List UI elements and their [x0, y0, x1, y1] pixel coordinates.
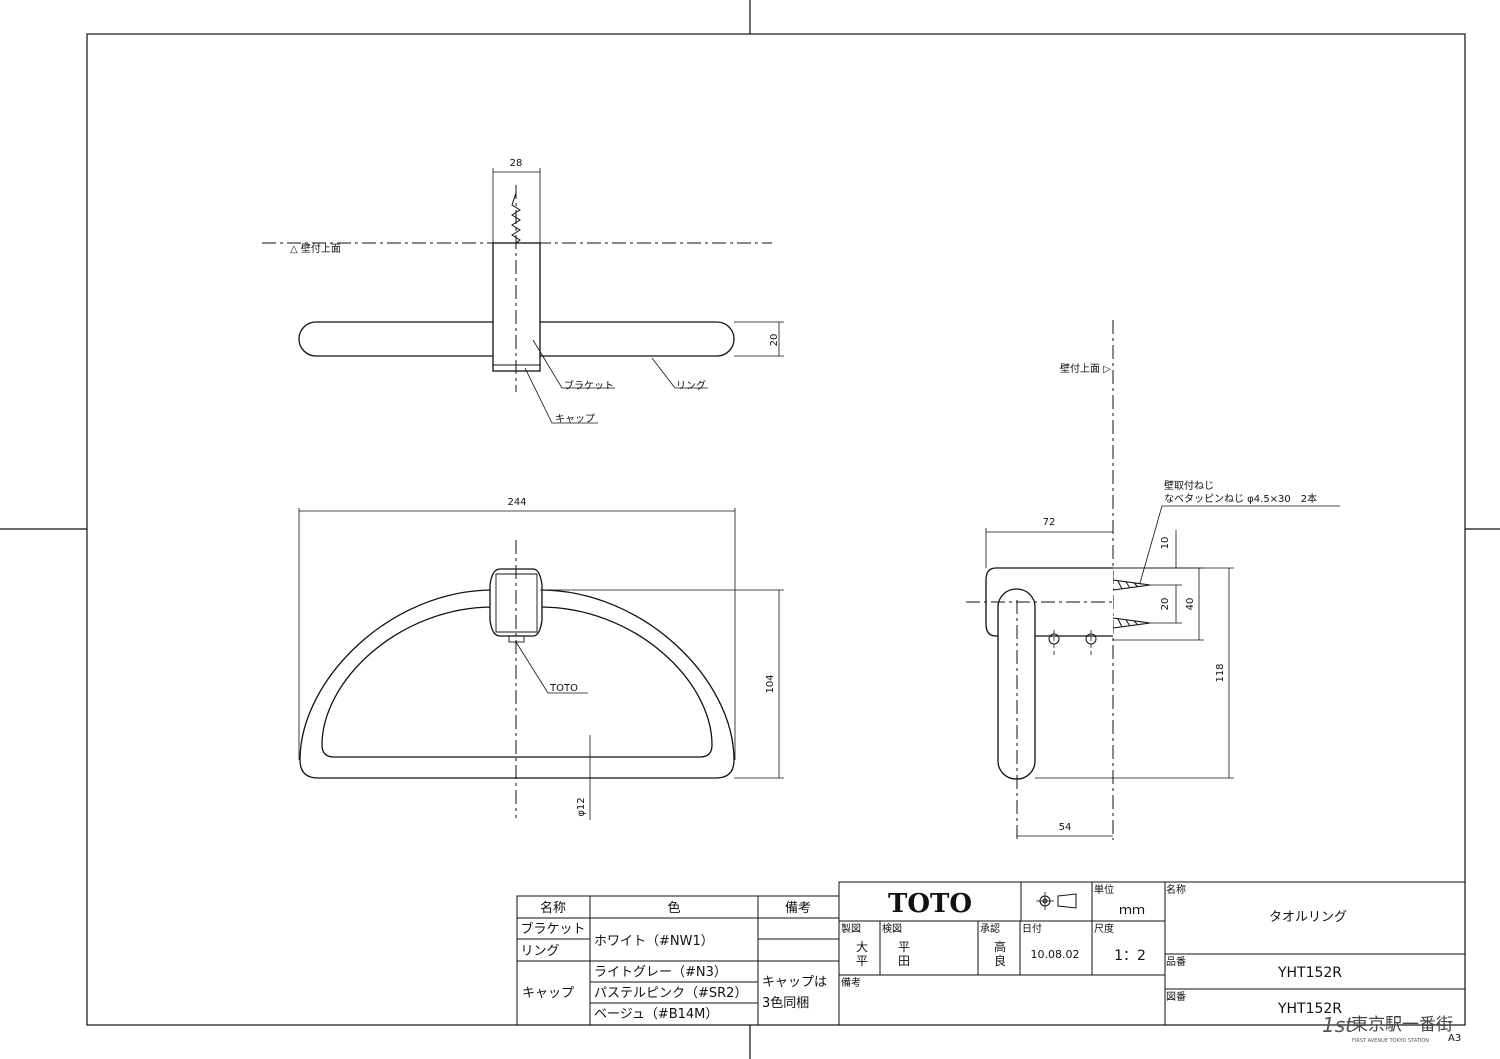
- notes-label: 備考: [841, 976, 861, 989]
- product-label: 品番: [1166, 956, 1186, 968]
- made-value-1: 大: [856, 940, 868, 954]
- table-row-cap: キャップ: [522, 986, 574, 1001]
- front-view: [298, 508, 784, 820]
- title-block: [838, 881, 1466, 1026]
- dim-20-side-label: 20: [1160, 598, 1171, 611]
- dim-20-label: 20: [769, 334, 780, 347]
- label-ring: リング: [676, 379, 706, 392]
- dim-104-label: 104: [765, 674, 776, 693]
- unit-value: ｍｍ: [1119, 903, 1145, 918]
- name-value: タオルリング: [1269, 910, 1347, 925]
- leader-cap: [524, 367, 598, 424]
- check-value-2: 田: [898, 954, 910, 968]
- table-row-ring: リング: [520, 944, 559, 959]
- drawing-label: 図番: [1166, 991, 1186, 1003]
- unit-label: 単位: [1094, 883, 1114, 896]
- made-value-2: 平: [856, 954, 868, 968]
- table-header-notes: 備考: [785, 900, 811, 916]
- table-row-bracket: ブラケット: [520, 921, 585, 937]
- screw-upper: [1112, 579, 1151, 591]
- screw-label-2: なベタッピンねじ φ4.5×30 2本: [1164, 492, 1317, 505]
- dim-118-label: 118: [1215, 663, 1226, 682]
- dim-phi12-label: φ12: [576, 797, 587, 816]
- date-value: 10.08.02: [1031, 948, 1080, 961]
- made-label: 製図: [841, 922, 861, 935]
- table-header-color: 色: [667, 900, 680, 916]
- projection-symbol-cone: [1057, 893, 1077, 909]
- dim-10-label: 10: [1160, 537, 1171, 550]
- leader-bracket: [532, 339, 615, 389]
- drawing-value: YHT152R: [1277, 1001, 1342, 1017]
- screw-lower: [1112, 617, 1151, 629]
- watermark-subtext: FIRST AVENUE TOKYO STATION: [1352, 1038, 1429, 1044]
- table-color-white: ホワイト（#NW1）: [594, 934, 714, 949]
- label-cap: キャップ: [555, 413, 595, 425]
- ring-inner: [321, 606, 713, 758]
- leader-ring: [651, 357, 708, 389]
- approve-value-1: 高: [994, 939, 1006, 954]
- check-label: 検図: [882, 922, 902, 935]
- dim-54-label: 54: [1059, 822, 1072, 833]
- product-value: YHT152R: [1277, 965, 1342, 981]
- name-label: 名称: [1166, 883, 1186, 896]
- screw-label-1: 壁取付ねじ: [1164, 479, 1214, 492]
- scale-value: 1：2: [1114, 948, 1146, 964]
- wall-surface-label-top: △ 壁付上面: [290, 242, 341, 255]
- watermark: 1st 東京駅一番街 FIRST AVENUE TOKYO STATION: [1322, 1013, 1453, 1044]
- check-value-1: 平: [898, 940, 910, 954]
- dim-244-label: 244: [507, 497, 526, 508]
- top-view: [262, 168, 784, 424]
- table-header-name: 名称: [540, 900, 566, 916]
- date-label: 日付: [1022, 922, 1042, 935]
- side-view: [966, 320, 1340, 840]
- table-color-gray: ライトグレー（#N3）: [594, 965, 727, 980]
- scale-label: 尺度: [1094, 922, 1114, 935]
- table-color-pink: パステルピンク（#SR2）: [594, 986, 747, 1001]
- toto-logo: TOTO: [888, 889, 972, 919]
- watermark-logo-mark: 1st: [1322, 1013, 1354, 1037]
- drawing-border: [86, 33, 1466, 1026]
- wall-surface-label-side: 壁付上面 ▷: [1060, 362, 1111, 375]
- approve-value-2: 良: [994, 953, 1006, 968]
- label-bracket: ブラケット: [564, 379, 614, 392]
- dim-28-label: 28: [510, 158, 523, 169]
- leader-screw: [1139, 505, 1340, 584]
- leader-toto: [515, 641, 588, 694]
- watermark-text: 東京駅一番街: [1351, 1015, 1453, 1035]
- dim-72-label: 72: [1043, 517, 1056, 528]
- table-color-beige: ベージュ（#B14M）: [594, 1007, 718, 1022]
- screw-top: [511, 192, 521, 244]
- bracket-front-inner: [495, 573, 538, 633]
- table-note-line1: キャップは: [762, 975, 827, 990]
- dim-40-label: 40: [1185, 598, 1196, 611]
- paper-size-label: A3: [1448, 1033, 1461, 1044]
- ring-outer: [299, 589, 735, 779]
- label-toto: TOTO: [549, 683, 578, 694]
- table-note-line2: 3色同梱: [762, 995, 809, 1011]
- approve-label: 承認: [980, 922, 1000, 935]
